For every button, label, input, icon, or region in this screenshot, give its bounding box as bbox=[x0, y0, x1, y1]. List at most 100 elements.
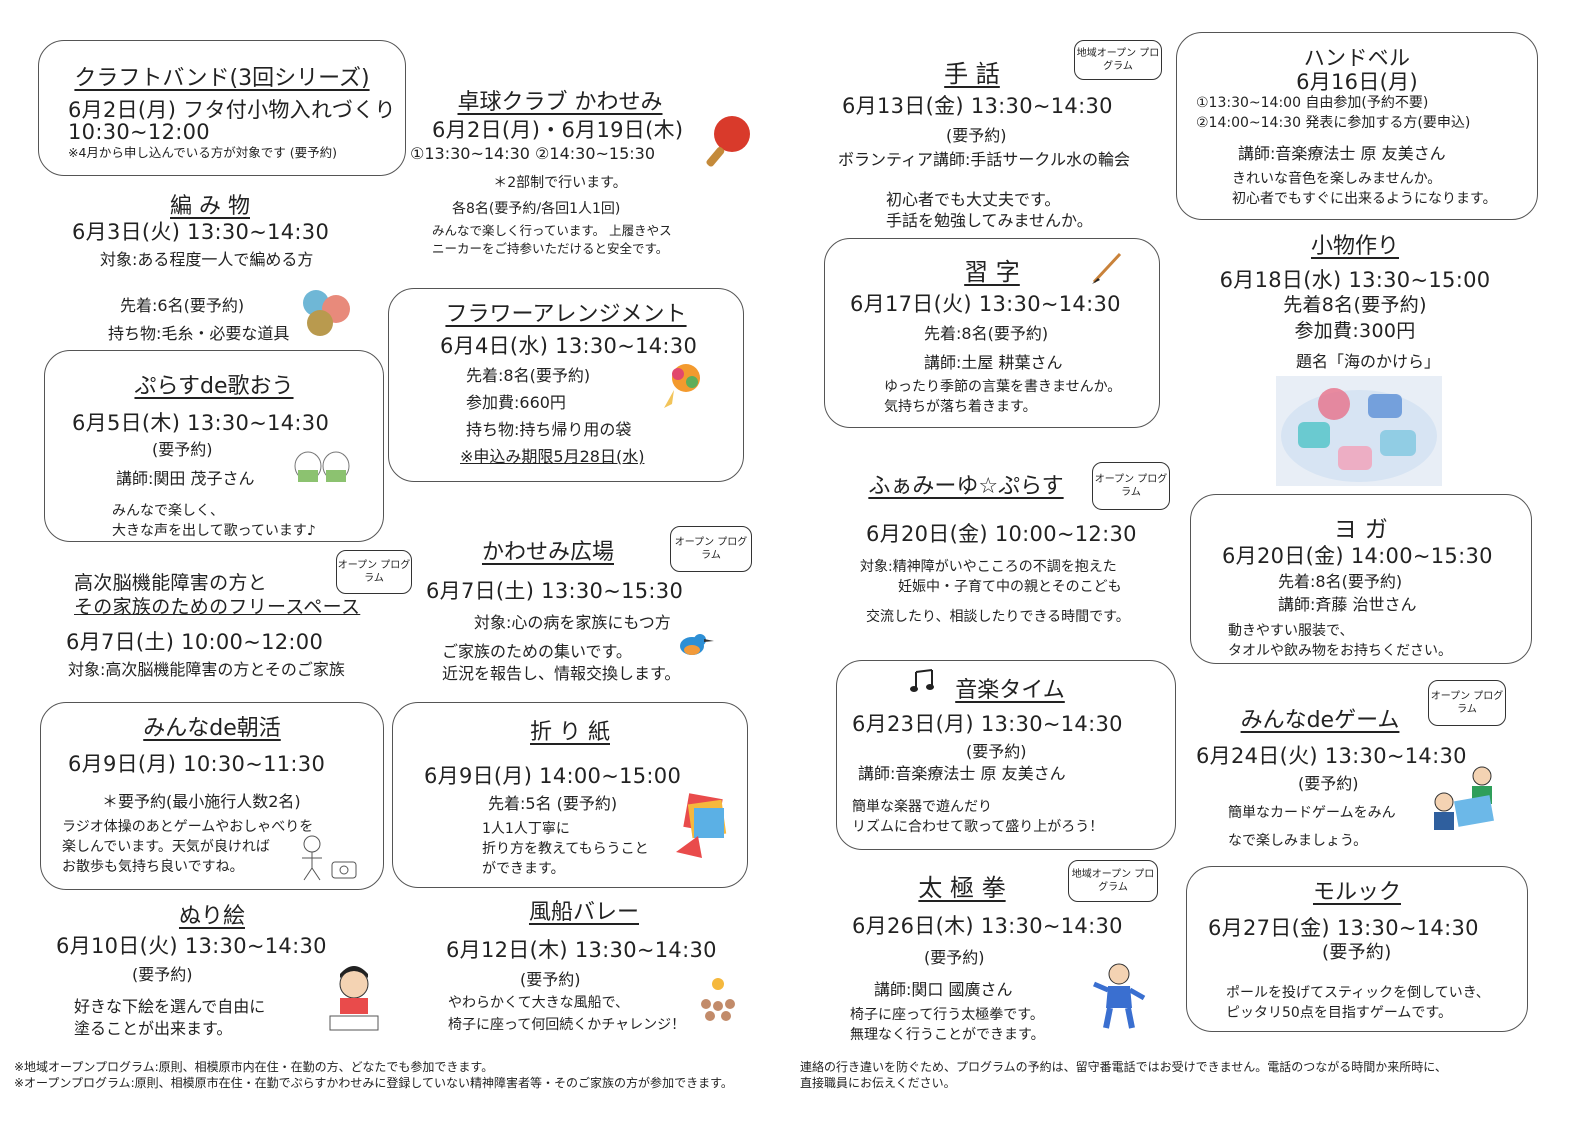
takkyu-note2: 各8名(要予約/各回1人1回) bbox=[452, 201, 621, 217]
yoga-desc1: 動きやすい服装で、 bbox=[1228, 623, 1354, 639]
ongaku-desc2: リズムに合わせて歌って盛り上がろう！ bbox=[852, 819, 1104, 835]
origami-box bbox=[392, 702, 748, 888]
taikyoku-desc1: 椅子に座って行う太極拳です。 bbox=[850, 1007, 1044, 1023]
game-title: みんなdeゲーム bbox=[1240, 708, 1400, 733]
handbell-date: 6月16日(月) bbox=[1296, 70, 1418, 94]
flower-title: フラワーアレンジメント bbox=[445, 302, 687, 327]
amimono-datetime: 6月3日(火) 13:30~14:30 bbox=[72, 220, 330, 244]
asakatsu-desc2: 楽しんでいます。天気が良ければ bbox=[62, 839, 270, 855]
fami-target2: 妊娠中・子育て中の親とそのこども bbox=[898, 579, 1122, 595]
ongaku-title: 音楽タイム bbox=[955, 678, 1065, 703]
shuji-desc2: 気持ちが落ち着きます。 bbox=[884, 399, 1037, 415]
kouji-title1: 高次脳機能障害の方と bbox=[74, 572, 268, 594]
uta-title: ぷらすde歌おう bbox=[134, 374, 294, 399]
fusen-title: 風船バレー bbox=[528, 900, 639, 925]
craft-band-line1: 6月2日(月) フタ付小物入れづくり bbox=[68, 98, 396, 122]
origami-title: 折 り 紙 bbox=[530, 720, 610, 745]
game-desc2: なで楽しみましょう。 bbox=[1228, 833, 1368, 849]
fusen-datetime: 6月12日(木) 13:30~14:30 bbox=[446, 938, 717, 962]
fami-target1: 対象:精神障がいやこころの不調を抱えた bbox=[860, 559, 1117, 575]
game-open-badge: オープン プログラム bbox=[1428, 680, 1506, 726]
craft-band-time: 10:30~12:00 bbox=[68, 120, 210, 144]
nurie-desc1: 好きな下絵を選んで自由に bbox=[74, 997, 266, 1016]
yoga-title: ヨ ガ bbox=[1333, 517, 1389, 543]
fami-desc: 交流したり、相談したりできる時間です。 bbox=[866, 609, 1130, 625]
amimono-items: 持ち物:毛糸・必要な道具 bbox=[108, 324, 290, 343]
game-desc1: 簡単なカードゲームをみん bbox=[1228, 805, 1396, 821]
handbell-desc2: 初心者でもすぐに出来るようになります。 bbox=[1232, 191, 1497, 207]
molkky-title: モルック bbox=[1312, 880, 1401, 905]
asakatsu-desc1: ラジオ体操のあとゲームやおしゃべりを bbox=[62, 819, 314, 835]
hiroba-title: かわせみ広場 bbox=[481, 540, 614, 565]
left-footer-line2: ※オープンプログラム:原則、相模原市在住・在勤でぷらすかわせみに登録していない精… bbox=[14, 1076, 733, 1090]
uta-datetime: 6月5日(木) 13:30~14:30 bbox=[72, 411, 330, 435]
kouji-title2: その家族のためのフリースペース bbox=[74, 596, 361, 618]
ongaku-desc1: 簡単な楽器で遊んだり bbox=[852, 799, 992, 815]
asakatsu-reserve: ＊要予約(最小施行人数2名) bbox=[102, 792, 301, 811]
shuji-title: 習 字 bbox=[964, 258, 1020, 286]
fami-datetime: 6月20日(金) 10:00~12:30 bbox=[866, 522, 1137, 546]
molkky-desc2: ピッタリ50点を目指すゲームです。 bbox=[1226, 1005, 1452, 1021]
calligraphy-brush-icon bbox=[1092, 252, 1122, 284]
fusen-desc1: やわらかくて大きな風船で、 bbox=[448, 995, 630, 1011]
shuwa-teacher: ボランティア講師:手話サークル水の輪会 bbox=[838, 150, 1130, 169]
shuwa-chiiki-badge: 地域オープン プログラム bbox=[1074, 40, 1162, 80]
takkyu-note3: みんなで楽しく行っています。 上履きやス bbox=[432, 223, 672, 238]
yoga-capacity: 先着:8名(要予約) bbox=[1278, 572, 1403, 591]
shuwa-reserve: (要予約) bbox=[946, 126, 1007, 145]
game-reserve: (要予約) bbox=[1298, 774, 1359, 793]
bouquet-icon bbox=[664, 364, 700, 408]
nurie-datetime: 6月10日(火) 13:30~14:30 bbox=[56, 934, 327, 958]
taikyoku-reserve: (要予約) bbox=[924, 948, 985, 967]
uta-desc1: みんなで楽しく、 bbox=[112, 503, 224, 519]
girl-drawing-icon bbox=[329, 966, 379, 1031]
handbell-box bbox=[1176, 32, 1538, 220]
ongaku-box bbox=[836, 660, 1176, 850]
shuwa-desc1: 初心者でも大丈夫です。 bbox=[886, 190, 1061, 209]
komono-capacity: 先着8名(要予約) bbox=[1283, 294, 1427, 316]
hiroba-open-badge: オープン プログラム bbox=[670, 526, 752, 572]
yoga-teacher: 講師:斉藤 治世さん bbox=[1278, 595, 1417, 614]
takkyu-date: 6月2日(月)・6月19日(木) bbox=[432, 118, 684, 142]
shuji-datetime: 6月17日(火) 13:30~14:30 bbox=[850, 292, 1121, 316]
taikyoku-teacher: 講師:関口 國廣さん bbox=[874, 980, 1013, 999]
takkyu-note4: ニーカーをご持参いただけると安全です。 bbox=[432, 241, 669, 256]
nurie-title: ぬり絵 bbox=[178, 904, 245, 929]
hiroba-desc1: ご家族のための集いです。 bbox=[442, 642, 632, 661]
craft-band-note: ※4月から申し込んでいる方が対象です (要予約) bbox=[68, 145, 338, 160]
origami-paper-icon bbox=[676, 793, 727, 858]
origami-desc2: 折り方を教えてもらうこと bbox=[482, 841, 649, 857]
uta-box bbox=[44, 350, 384, 542]
ping-pong-paddle-icon bbox=[706, 116, 750, 167]
takkyu-note1: ＊2部制で行います。 bbox=[493, 175, 627, 191]
kouji-target: 対象:高次脳機能障害の方とそのご家族 bbox=[68, 660, 345, 679]
craft-band-box bbox=[38, 40, 406, 176]
kingfisher-icon bbox=[680, 634, 714, 655]
game-datetime: 6月24日(火) 13:30~14:30 bbox=[1196, 744, 1467, 768]
fusen-desc2: 椅子に座って何回続くかチャレンジ！ bbox=[448, 1017, 686, 1033]
amimono-target: 対象:ある程度一人で編める方 bbox=[100, 250, 314, 269]
right-footer-line2: 直接職員にお伝えください。 bbox=[800, 1076, 956, 1090]
yoga-datetime: 6月20日(金) 14:00~15:30 bbox=[1222, 544, 1493, 568]
takkyu-title: 卓球クラブ かわせみ bbox=[457, 90, 663, 115]
yoga-box bbox=[1190, 494, 1532, 664]
flower-datetime: 6月4日(水) 13:30~14:30 bbox=[440, 334, 698, 358]
fusen-reserve: (要予約) bbox=[520, 970, 581, 989]
asakatsu-title: みんなde朝活 bbox=[143, 716, 281, 741]
craft-band-title: クラフトバンド(3回シリーズ) bbox=[74, 66, 370, 91]
right-footer-line1: 連絡の行き違いを防ぐため、プログラムの予約は、留守番電話ではお受けできません。電… bbox=[800, 1060, 1447, 1074]
handbell-teacher: 講師:音楽療法士 原 友美さん bbox=[1238, 144, 1446, 163]
taikyoku-datetime: 6月26日(木) 13:30~14:30 bbox=[852, 914, 1123, 938]
nurie-desc2: 塗ることが出来ます。 bbox=[74, 1019, 233, 1038]
molkky-box bbox=[1186, 866, 1528, 1032]
amimono-title: 編 み 物 bbox=[170, 194, 250, 219]
taikyoku-title: 太 極 拳 bbox=[918, 874, 1006, 902]
molkky-datetime: 6月27日(金) 13:30~14:30 bbox=[1208, 916, 1479, 940]
origami-desc1: 1人1人丁寧に bbox=[482, 821, 570, 837]
komono-theme: 題名「海のかけら」 bbox=[1296, 352, 1441, 371]
ongaku-datetime: 6月23日(月) 13:30~14:30 bbox=[852, 712, 1123, 736]
handbell-slot2: ②14:00~14:30 発表に参加する方(要申込) bbox=[1196, 115, 1471, 131]
left-footer-line1: ※地域オープンプログラム:原則、相模原市内在住・在勤の方、どなたでも参加できます… bbox=[14, 1060, 494, 1074]
balloon-volley-icon bbox=[701, 978, 735, 1021]
uta-reserve: (要予約) bbox=[152, 440, 213, 459]
